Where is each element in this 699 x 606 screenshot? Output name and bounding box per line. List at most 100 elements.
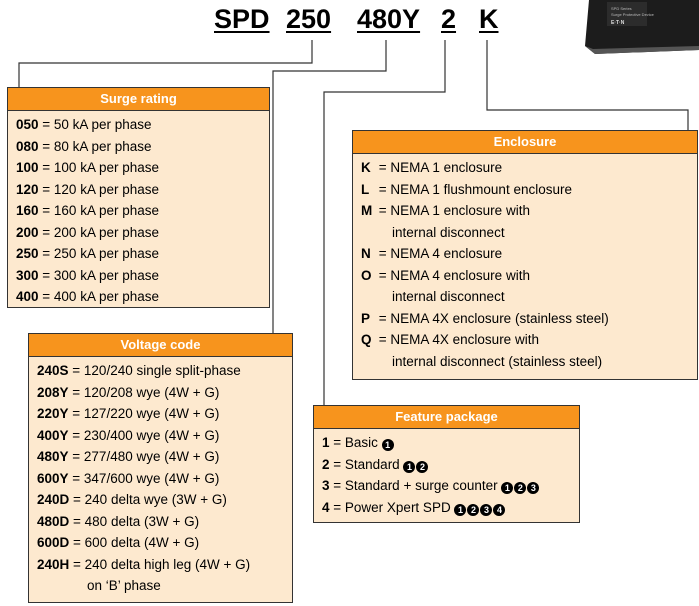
surge-rating-row-description: = 160 kA per phase (39, 203, 159, 218)
voltage-code-panel: Voltage code 240S = 120/240 single split… (28, 333, 293, 603)
enclosure-row: internal disconnect (361, 222, 689, 244)
connector-surge-rating (19, 40, 312, 87)
voltage-code-row: 600D = 600 delta (4W + G) (37, 532, 284, 554)
voltage-code-row-code: 240D (37, 492, 69, 507)
surge-rating-row-description: = 120 kA per phase (39, 182, 159, 197)
voltage-code-row-description: = 240 delta wye (3W + G) (69, 492, 227, 507)
feature-package-row-description: = Standard + surge counter (330, 478, 502, 493)
voltage-code-row: 240H = 240 delta high leg (4W + G) (37, 554, 284, 576)
voltage-code-row-code: 240H (37, 557, 69, 572)
voltage-code-row: 480D = 480 delta (3W + G) (37, 511, 284, 533)
surge-rating-row-code: 050 (16, 117, 39, 132)
enclosure-row-description: internal disconnect (392, 225, 505, 240)
surge-rating-row-code: 100 (16, 160, 39, 175)
feature-package-row: 2 = Standard 12 (322, 454, 571, 476)
surge-rating-row-code: 400 (16, 289, 39, 304)
voltage-code-title: Voltage code (29, 334, 292, 357)
feature-package-row-code: 4 (322, 500, 330, 515)
surge-rating-row-description: = 50 kA per phase (39, 117, 152, 132)
surge-rating-row: 200 = 200 kA per phase (16, 222, 261, 244)
footnote-marker-icon: 2 (416, 461, 428, 473)
voltage-code-row-description: on ‘B’ phase (87, 578, 161, 593)
voltage-code-row-description: = 347/600 wye (4W + G) (69, 471, 220, 486)
voltage-code-row: 240S = 120/240 single split-phase (37, 360, 284, 382)
feature-package-row: 1 = Basic 1 (322, 432, 571, 454)
feature-package-row-description: = Power Xpert SPD (330, 500, 455, 515)
enclosure-row-description: = NEMA 4X enclosure (stainless steel) (375, 311, 609, 326)
voltage-code-row-code: 208Y (37, 385, 69, 400)
voltage-code-row: 208Y = 120/208 wye (4W + G) (37, 382, 284, 404)
enclosure-row: K = NEMA 1 enclosure (361, 157, 689, 179)
feature-package-row-code: 2 (322, 457, 330, 472)
enclosure-row-code: L (361, 179, 375, 201)
enclosure-row: L = NEMA 1 flushmount enclosure (361, 179, 689, 201)
enclosure-row: N = NEMA 4 enclosure (361, 243, 689, 265)
footnote-marker-icon: 1 (454, 504, 466, 516)
surge-rating-row: 050 = 50 kA per phase (16, 114, 261, 136)
voltage-code-row-description: = 240 delta high leg (4W + G) (69, 557, 250, 572)
enclosure-row-code: M (361, 200, 375, 222)
voltage-code-row: 240D = 240 delta wye (3W + G) (37, 489, 284, 511)
enclosure-row: internal disconnect (stainless steel) (361, 351, 689, 373)
enclosure-row: internal disconnect (361, 286, 689, 308)
feature-package-row: 4 = Power Xpert SPD 1234 (322, 497, 571, 519)
enclosure-row-code: O (361, 265, 375, 287)
voltage-code-row-description: = 480 delta (3W + G) (69, 514, 199, 529)
enclosure-row-code: P (361, 308, 375, 330)
enclosure-row: M = NEMA 1 enclosure with (361, 200, 689, 222)
voltage-code-row: 480Y = 277/480 wye (4W + G) (37, 446, 284, 468)
surge-rating-row-description: = 100 kA per phase (39, 160, 159, 175)
enclosure-row-description: = NEMA 1 enclosure with (375, 203, 530, 218)
surge-rating-row: 120 = 120 kA per phase (16, 179, 261, 201)
voltage-code-row: 220Y = 127/220 wye (4W + G) (37, 403, 284, 425)
surge-rating-list: 050 = 50 kA per phase080 = 80 kA per pha… (8, 111, 269, 308)
footnote-marker-icon: 1 (382, 439, 394, 451)
voltage-code-row: 400Y = 230/400 wye (4W + G) (37, 425, 284, 447)
voltage-code-row: on ‘B’ phase (37, 575, 284, 597)
feature-package-row-code: 3 (322, 478, 330, 493)
voltage-code-row-code: 600D (37, 535, 69, 550)
surge-rating-row: 100 = 100 kA per phase (16, 157, 261, 179)
voltage-code-row-code: 240S (37, 363, 69, 378)
voltage-code-row: 600Y = 347/600 wye (4W + G) (37, 468, 284, 490)
voltage-code-row-description: = 277/480 wye (4W + G) (69, 449, 220, 464)
enclosure-row-code: N (361, 243, 375, 265)
enclosure-row-description: internal disconnect (stainless steel) (392, 354, 602, 369)
enclosure-row: P = NEMA 4X enclosure (stainless steel) (361, 308, 689, 330)
enclosure-row-description: = NEMA 4 enclosure (375, 246, 502, 261)
feature-package-row-description: = Standard (330, 457, 404, 472)
feature-package-row-code: 1 (322, 435, 330, 450)
voltage-code-row-code: 600Y (37, 471, 69, 486)
surge-rating-row: 250 = 250 kA per phase (16, 243, 261, 265)
enclosure-row-description: = NEMA 1 enclosure (375, 160, 502, 175)
voltage-code-row-description: = 120/240 single split-phase (69, 363, 241, 378)
surge-rating-row-code: 250 (16, 246, 39, 261)
surge-rating-row-code: 160 (16, 203, 39, 218)
footnote-marker-icon: 1 (501, 482, 513, 494)
surge-rating-row: 160 = 160 kA per phase (16, 200, 261, 222)
enclosure-row-description: = NEMA 4X enclosure with (375, 332, 539, 347)
voltage-code-row-description: = 600 delta (4W + G) (69, 535, 199, 550)
surge-rating-row-description: = 300 kA per phase (39, 268, 159, 283)
surge-rating-row-description: = 400 kA per phase (39, 289, 159, 304)
surge-rating-row: 400 = 400 kA per phase (16, 286, 261, 308)
voltage-code-row-description: = 120/208 wye (4W + G) (69, 385, 220, 400)
footnote-marker-icon: 4 (493, 504, 505, 516)
footnote-marker-icon: 3 (480, 504, 492, 516)
surge-rating-row-description: = 80 kA per phase (39, 139, 152, 154)
footnote-marker-icon: 1 (403, 461, 415, 473)
surge-rating-row-description: = 200 kA per phase (39, 225, 159, 240)
enclosure-row-code: Q (361, 329, 375, 351)
voltage-code-row-code: 480Y (37, 449, 69, 464)
connector-enclosure (487, 40, 688, 130)
enclosure-row: O = NEMA 4 enclosure with (361, 265, 689, 287)
enclosure-row-description: = NEMA 1 flushmount enclosure (375, 182, 572, 197)
surge-rating-row-code: 200 (16, 225, 39, 240)
feature-package-title: Feature package (314, 406, 579, 429)
enclosure-row: Q = NEMA 4X enclosure with (361, 329, 689, 351)
footnote-marker-icon: 3 (527, 482, 539, 494)
footnote-marker-icon: 2 (467, 504, 479, 516)
enclosure-title: Enclosure (353, 131, 697, 154)
